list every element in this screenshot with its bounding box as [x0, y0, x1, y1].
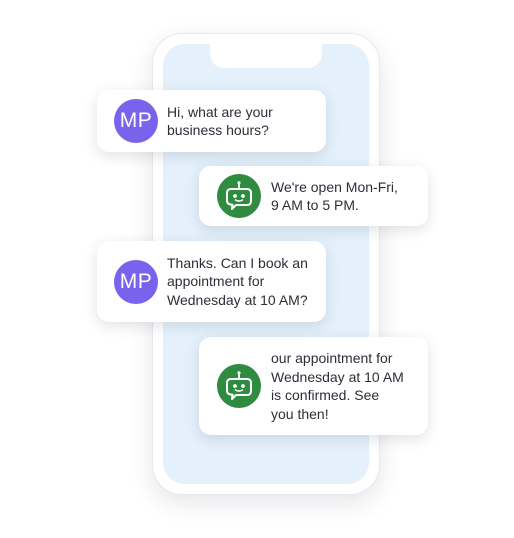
user-avatar: MP: [114, 99, 158, 143]
user-avatar: MP: [114, 259, 158, 304]
chat-message-text: Thanks. Can I book an appointment for We…: [167, 254, 308, 308]
chat-message-text: Hi, what are your business hours?: [167, 103, 273, 139]
bot-avatar: [217, 364, 261, 408]
chat-bubble-bot-2: our appointment for Wednesday at 10 AM i…: [199, 337, 428, 435]
chat-bubble-bot-1: We're open Mon-Fri, 9 AM to 5 PM.: [199, 166, 428, 226]
chat-message-text: We're open Mon-Fri, 9 AM to 5 PM.: [271, 178, 398, 214]
chat-bubble-user-2: MP Thanks. Can I book an appointment for…: [97, 241, 326, 322]
chat-message-text: our appointment for Wednesday at 10 AM i…: [271, 350, 404, 422]
robot-icon: [226, 181, 252, 210]
robot-icon: [226, 371, 252, 400]
bot-avatar: [217, 174, 261, 218]
phone-notch: [210, 44, 322, 68]
chat-bubble-user-1: MP Hi, what are your business hours?: [97, 90, 326, 152]
